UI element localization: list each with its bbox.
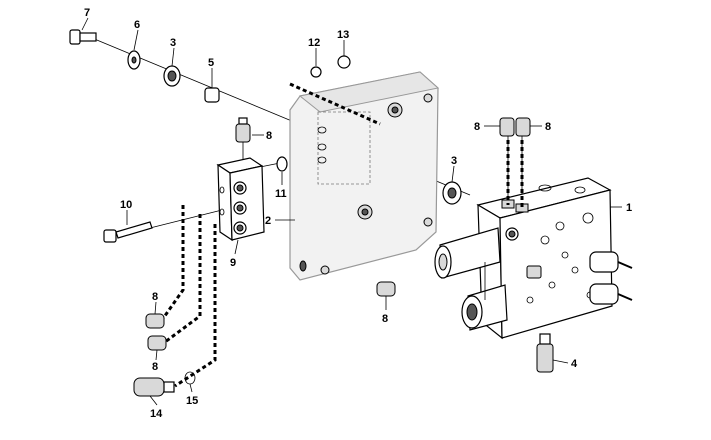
label-part-3-right: 3 (451, 155, 457, 167)
spacer (204, 87, 220, 103)
label-part-7: 7 (84, 7, 90, 19)
label-part-8-lower-2: 8 (152, 361, 158, 373)
washer (442, 181, 462, 205)
pressure-sensor (536, 333, 554, 373)
label-part-6: 6 (134, 19, 140, 31)
washer (276, 156, 288, 172)
label-part-8-top-right: 8 (545, 121, 551, 133)
fitting (235, 117, 251, 143)
label-part-15: 15 (186, 395, 198, 407)
label-part-11: 11 (275, 188, 287, 200)
label-part-12: 12 (308, 37, 320, 49)
label-part-9: 9 (230, 257, 236, 269)
bolt (69, 29, 97, 45)
label-part-14: 14 (150, 408, 163, 420)
label-part-13: 13 (337, 29, 349, 41)
hose-lines (160, 82, 524, 388)
label-part-3: 3 (170, 37, 176, 49)
nut (163, 65, 181, 87)
label-part-10: 10 (120, 199, 132, 211)
main-valve-block (434, 177, 633, 340)
distribution-block (216, 157, 265, 242)
bolt (103, 221, 153, 243)
sensor (133, 377, 175, 397)
leader-lines (81, 17, 622, 406)
nut (337, 55, 351, 69)
label-part-8-center: 8 (382, 313, 388, 325)
washer (310, 66, 322, 78)
label-part-1: 1 (626, 202, 632, 214)
label-part-8-lower-1: 8 (152, 291, 158, 303)
label-part-4: 4 (571, 358, 578, 370)
label-part-2: 2 (265, 215, 271, 227)
label-part-8: 8 (266, 130, 272, 142)
mounting-plate (289, 71, 440, 281)
part-labels: 7 6 3 5 12 13 8 11 2 10 9 3 8 8 1 8 8 8 … (84, 7, 632, 420)
fitting (145, 281, 396, 351)
label-part-8-top-left: 8 (474, 121, 480, 133)
fitting (499, 117, 531, 137)
label-part-5: 5 (208, 57, 214, 69)
